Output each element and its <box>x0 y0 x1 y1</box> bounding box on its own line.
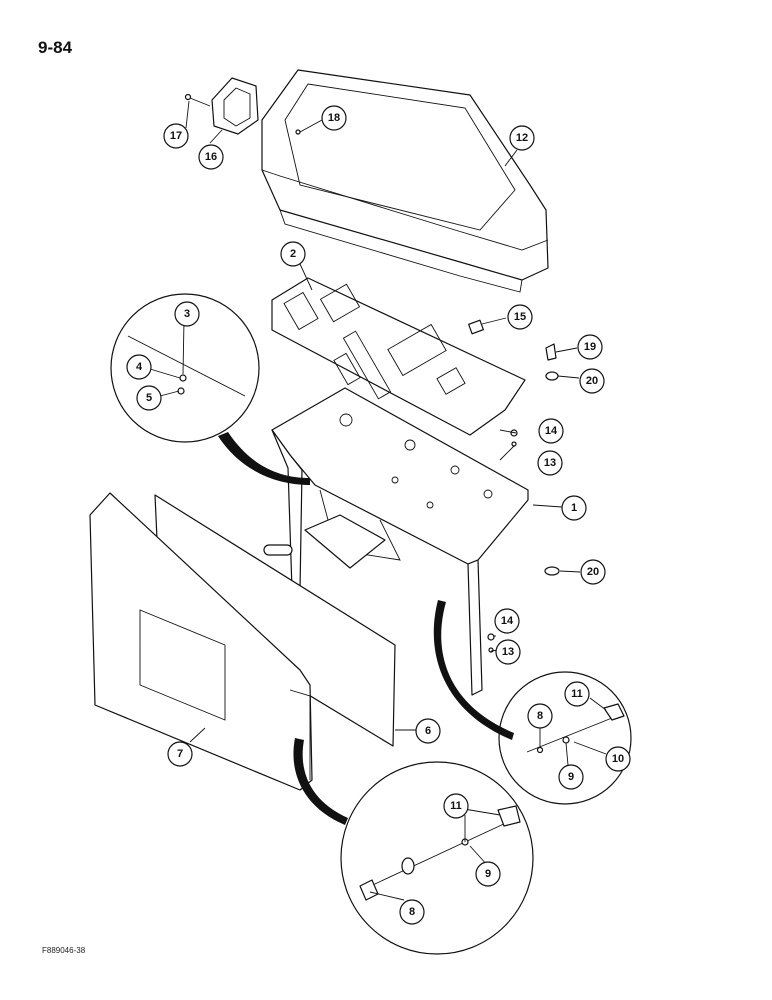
screw-17 <box>184 93 211 107</box>
svg-text:2: 2 <box>290 248 296 260</box>
callout-14-upper: 14 <box>538 418 564 444</box>
svg-text:18: 18 <box>328 112 340 124</box>
callout-1: 1 <box>561 495 587 521</box>
switch-panel <box>271 277 526 436</box>
callout-9-bottom: 9 <box>475 861 501 887</box>
grommet-20 <box>544 566 560 576</box>
svg-text:11: 11 <box>571 688 583 700</box>
vent-housing <box>211 77 259 135</box>
svg-text:9: 9 <box>568 771 574 783</box>
fastener-rod <box>127 335 246 397</box>
callout-7: 7 <box>167 741 193 767</box>
svg-text:16: 16 <box>205 151 217 163</box>
callout-13-upper: 13 <box>537 450 563 476</box>
callout-9-right: 9 <box>558 764 584 790</box>
callout-11-right: 11 <box>564 681 590 707</box>
callout-11-bottom: 11 <box>443 793 469 819</box>
svg-text:14: 14 <box>501 615 514 627</box>
page-number: 9-84 <box>38 38 73 57</box>
detail-pointer-2 <box>433 600 514 740</box>
callout-4: 4 <box>126 354 152 380</box>
callout-3: 3 <box>174 301 200 327</box>
svg-text:11: 11 <box>450 800 462 812</box>
svg-text:20: 20 <box>587 566 599 578</box>
detail-pointer-1 <box>218 432 310 485</box>
svg-text:8: 8 <box>409 906 415 918</box>
callout-17: 17 <box>163 123 189 149</box>
callout-8-bottom: 8 <box>399 899 425 925</box>
detail-pointer-3 <box>293 738 348 825</box>
svg-text:10: 10 <box>612 753 624 765</box>
svg-text:13: 13 <box>502 646 514 658</box>
callout-19: 19 <box>577 334 603 360</box>
indicator-15 <box>468 319 484 335</box>
callout-13-lower: 13 <box>495 639 521 665</box>
svg-text:4: 4 <box>136 361 143 373</box>
callout-2: 2 <box>280 241 306 267</box>
fastener-19-20 <box>545 343 559 381</box>
console-cover <box>261 69 549 293</box>
svg-text:13: 13 <box>544 457 556 469</box>
svg-text:19: 19 <box>584 341 596 353</box>
callout-8-right: 8 <box>527 703 553 729</box>
svg-text:5: 5 <box>146 392 152 404</box>
clip-18 <box>295 129 301 135</box>
callout-18: 18 <box>321 105 347 131</box>
svg-text:9: 9 <box>485 868 491 880</box>
callout-5: 5 <box>136 385 162 411</box>
svg-text:17: 17 <box>170 130 182 142</box>
callout-20-lower: 20 <box>580 559 606 585</box>
svg-text:8: 8 <box>537 710 543 722</box>
callout-20-upper: 20 <box>579 368 605 394</box>
svg-text:15: 15 <box>514 311 526 323</box>
callout-16: 16 <box>198 144 224 170</box>
callout-10: 10 <box>605 746 631 772</box>
svg-text:1: 1 <box>571 502 577 514</box>
callout-6: 6 <box>415 718 441 744</box>
latch-assembly-right <box>526 703 625 754</box>
svg-text:6: 6 <box>425 725 431 737</box>
svg-text:14: 14 <box>545 425 558 437</box>
callout-12: 12 <box>509 125 535 151</box>
console-frame <box>263 387 529 696</box>
svg-text:3: 3 <box>184 308 190 320</box>
figure-id: F889046-38 <box>42 946 86 955</box>
side-panel-7 <box>89 492 313 791</box>
svg-text:7: 7 <box>177 748 183 760</box>
svg-text:12: 12 <box>516 132 528 144</box>
latch-assembly-bottom <box>359 805 521 901</box>
detail-circle-bottom <box>340 761 534 955</box>
callout-15: 15 <box>507 304 533 330</box>
leader-lines <box>149 100 607 901</box>
svg-text:20: 20 <box>586 375 598 387</box>
callout-14-lower: 14 <box>494 608 520 634</box>
